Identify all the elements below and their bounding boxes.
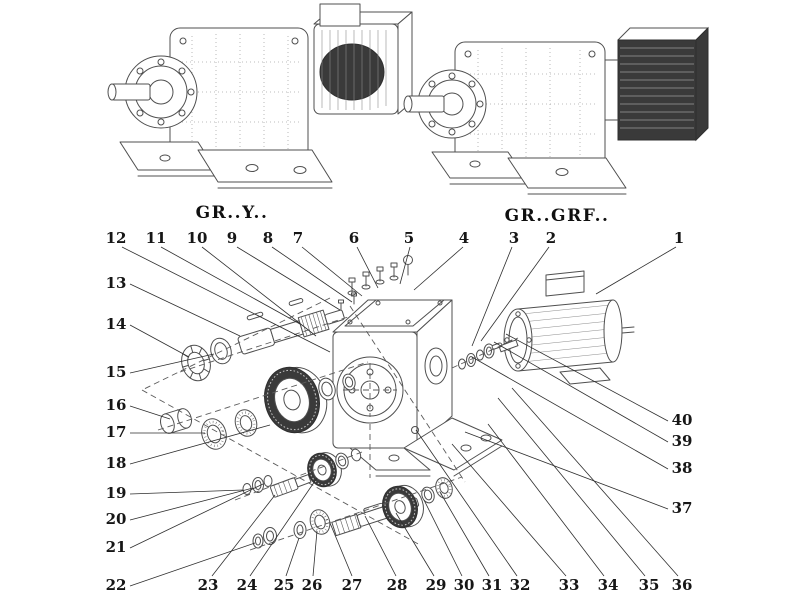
callout-3: 3 [509, 229, 519, 247]
callout-36: 36 [672, 576, 693, 594]
callout-34: 34 [598, 576, 619, 594]
callout-32: 32 [510, 576, 531, 594]
variant-label-left: GR..Y.. [196, 203, 269, 223]
callout-19: 19 [106, 484, 127, 502]
callout-24: 24 [237, 576, 258, 594]
callout-8: 8 [263, 229, 273, 247]
ball-bearing [435, 477, 453, 499]
input-shaft [407, 95, 445, 113]
gearmotor-gr-grf-drawing [403, 26, 709, 195]
roller-bearing-ring [181, 344, 211, 382]
spacer-bushing [160, 408, 192, 434]
gearbox-housing [332, 299, 503, 477]
input-shaft [111, 83, 151, 101]
callout-1: 1 [674, 229, 684, 247]
callout-20: 20 [106, 510, 127, 528]
callout-33: 33 [559, 576, 580, 594]
callout-29: 29 [426, 576, 447, 594]
callout-11: 11 [146, 229, 167, 247]
callout-26: 26 [302, 576, 323, 594]
terminal-box [319, 3, 361, 27]
callout-37: 37 [672, 499, 693, 517]
callout-numbers: 12 11 10 9 8 7 6 5 4 3 2 1 13 14 15 16 1… [106, 229, 693, 594]
fan-cover [603, 299, 623, 363]
variant-label-right: GR..GRF.. [505, 206, 610, 226]
callout-12: 12 [106, 229, 127, 247]
retaining-ring [318, 377, 336, 401]
drain-plug [411, 426, 419, 434]
callout-16: 16 [106, 396, 127, 414]
shaft-key [491, 342, 503, 350]
input-shaft-assembly [181, 298, 345, 382]
callout-31: 31 [482, 576, 503, 594]
callout-35: 35 [639, 576, 660, 594]
exploded-view [141, 255, 635, 551]
intermediate-shaft-assembly [242, 448, 362, 498]
callout-22: 22 [106, 576, 127, 594]
input-gear-assembly [160, 366, 356, 450]
callout-6: 6 [349, 229, 359, 247]
callout-23: 23 [198, 576, 219, 594]
callout-15: 15 [106, 363, 127, 381]
callout-10: 10 [187, 229, 208, 247]
leader-lines [121, 246, 679, 587]
finned-cover [617, 39, 697, 141]
callout-28: 28 [387, 576, 408, 594]
gearmotor-gr-y-drawing [107, 3, 413, 189]
cover-bolts [338, 255, 413, 312]
washer [342, 373, 356, 391]
callout-14: 14 [106, 315, 127, 333]
callout-9: 9 [227, 229, 237, 247]
callout-25: 25 [274, 576, 295, 594]
callout-4: 4 [459, 229, 469, 247]
callout-40: 40 [672, 411, 693, 429]
large-helical-gear [264, 366, 328, 434]
callout-27: 27 [342, 576, 363, 594]
pinion-shaft [270, 474, 312, 498]
ball-bearing [234, 409, 258, 437]
motor-terminal-box [545, 270, 585, 297]
callout-39: 39 [672, 432, 693, 450]
shaft-key [246, 311, 264, 321]
callout-38: 38 [672, 459, 693, 477]
callout-2: 2 [546, 229, 556, 247]
callout-30: 30 [454, 576, 475, 594]
input-pinion-shaft [237, 309, 345, 355]
ball-bearing [309, 509, 331, 535]
construction-lines [141, 297, 519, 551]
callout-13: 13 [106, 274, 127, 292]
callout-7: 7 [293, 229, 303, 247]
callout-17: 17 [106, 423, 127, 441]
flange-bolt-circle [127, 58, 195, 126]
callout-5: 5 [404, 229, 414, 247]
ball-bearing [201, 418, 227, 450]
shaft-key [288, 298, 304, 306]
callout-21: 21 [106, 538, 127, 556]
callout-18: 18 [106, 454, 127, 472]
output-shaft-assembly [252, 477, 453, 549]
